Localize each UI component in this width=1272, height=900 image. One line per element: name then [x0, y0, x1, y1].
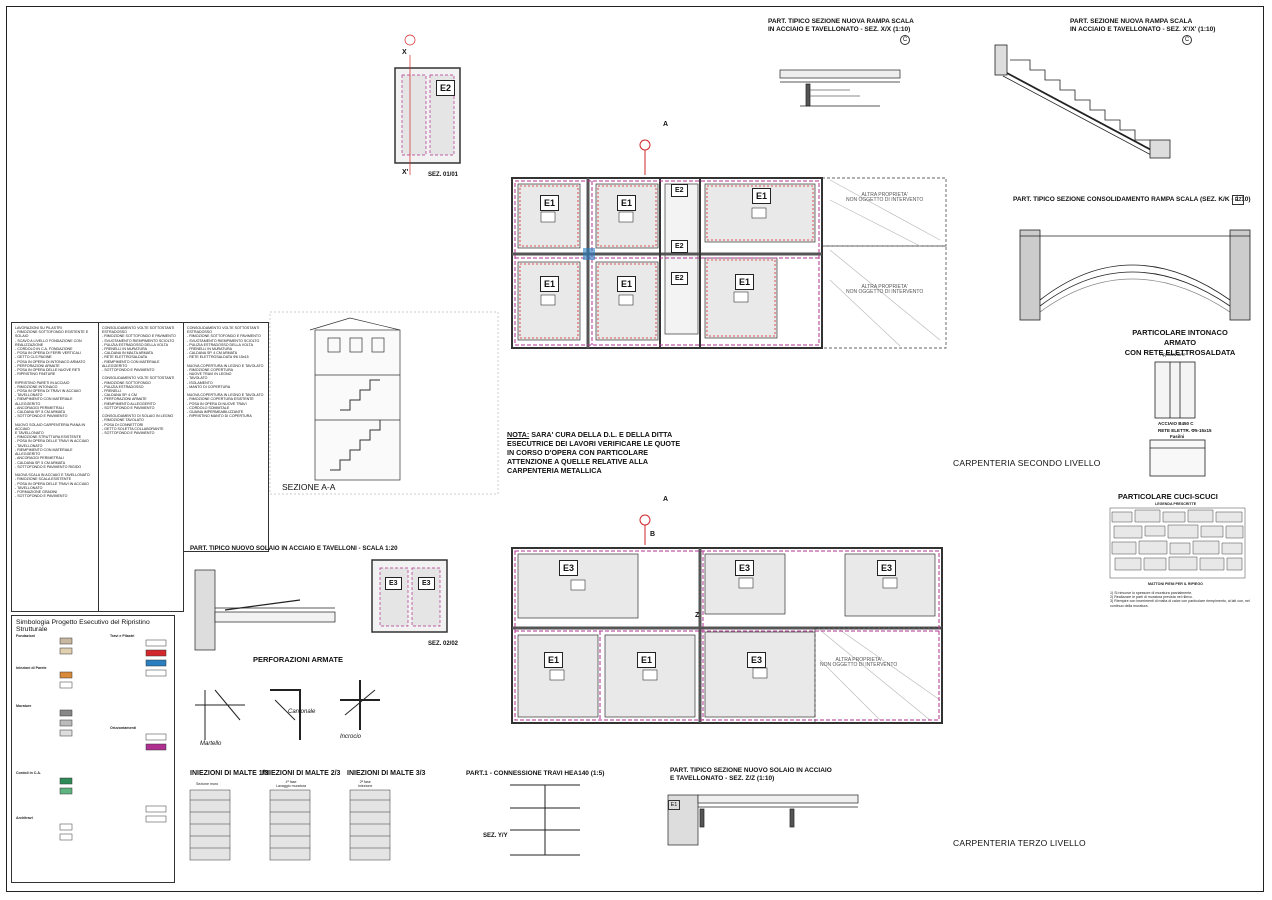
room-level2-e2c: E2 [671, 272, 688, 285]
simbologia-panel: Simbologia Progetto Esecutivo del Ripris… [11, 615, 175, 883]
title-solaio-zz: PART. TIPICO SEZIONE NUOVO SOLAIO IN ACC… [670, 767, 832, 782]
drawing-sheet [6, 6, 1264, 892]
legend-col-3: CONSOLIDAMENTO VOLTE SOTTOSTANTI ESTRADO… [183, 322, 269, 552]
title-perforazioni: PERFORAZIONI ARMATE [253, 655, 343, 664]
mark-b: B [650, 531, 656, 538]
room-level2-e2a: E2 [671, 184, 688, 197]
plan-level3-magenta [514, 550, 940, 721]
cuci-scuci-wall [1109, 507, 1246, 579]
rampa-xxprime-stair [994, 44, 1171, 159]
plan-level2-windows [540, 207, 767, 306]
mark-xprime: X' [402, 169, 409, 176]
pillar-blue [583, 248, 595, 260]
mark-a-top: A [663, 121, 669, 128]
room-level2-1: E1 [540, 195, 560, 211]
cuci-caption: LEGENDA PRESCRITTE [1155, 502, 1197, 506]
title-iniezioni-3: INIEZIONI DI MALTE 3/3 [347, 770, 426, 777]
room-level3-2: E3 [735, 560, 755, 576]
other-property-2: ALTRA PROPRIETA' NON OGGETTO DI INTERVEN… [846, 284, 924, 296]
legend-col-1: LAVORAZIONI SU PILASTRI - RIMOZIONE SOTT… [11, 322, 99, 612]
label-sez-0202: SEZ. 02/02 [428, 641, 459, 647]
rampa-xx-detail [779, 69, 901, 107]
title-part1: PART.1 - CONNESSIONE TRAVI HEA140 (1:5) [466, 770, 605, 777]
mark-z: Z [695, 612, 700, 619]
intonaco-fasi: Fasi/ni [1170, 434, 1185, 439]
iniezioni-walls [189, 789, 391, 861]
other-property-3: ALTRA PROPRIETA' NON OGGETTO DI INTERVEN… [820, 657, 898, 669]
title-sezione-aa: SEZIONE A-A [282, 482, 336, 492]
sim-travi: Travi e Pilastri [110, 634, 135, 638]
perf-incrocio: Incrocio [340, 734, 362, 740]
section-markers [639, 139, 651, 545]
iniezioni-sezione: Sezione muro [196, 782, 219, 786]
plan-level3-windows [549, 577, 898, 681]
cuci-mattoni: MATTONI PIENI PER IL RIPIEGO [1148, 582, 1203, 586]
badge-e1: E1 [668, 800, 680, 810]
room-level2-3: E1 [540, 276, 560, 292]
room-level3-6: E3 [747, 652, 767, 668]
title-carpenteria-2: CARPENTERIA SECONDO LIVELLO [953, 458, 1101, 468]
badge-e2: E2 [1232, 195, 1244, 205]
cuci-steps: 1) Si rimuove lo spessore di muratura pa… [1110, 591, 1250, 608]
sim-murature: Murature [16, 704, 32, 708]
room-e2-small: E2 [436, 80, 456, 96]
sim-iniezioni: Iniezioni di Parete [16, 666, 47, 670]
room-sez0202-2: E3 [418, 577, 435, 590]
title-nuovo-solaio-120: PART. TIPICO NUOVO SOLAIO IN ACCIAIO E T… [190, 545, 398, 552]
title-cuci-scuci: PARTICOLARE CUCI-SCUCI [1118, 492, 1218, 501]
other-property-1: ALTRA PROPRIETA' NON OGGETTO DI INTERVEN… [846, 192, 924, 204]
intonaco-rete: RETE ELETTR. Φ5-15x15 [1158, 428, 1212, 433]
title-rampa-xx: PART. TIPICO SEZIONE NUOVA RAMPA SCALA I… [768, 18, 914, 33]
room-level2-5: E1 [752, 188, 772, 204]
perf-cantonale: Cantonale [288, 709, 316, 715]
intonaco-detail [1149, 361, 1206, 477]
badge-c-2: C [1182, 35, 1192, 45]
room-level3-3: E3 [877, 560, 897, 576]
perforazioni-armate [195, 680, 380, 740]
room-level3-5: E1 [637, 652, 657, 668]
title-iniezioni-2: INIEZIONI DI MALTE 2/3 [262, 770, 341, 777]
iniezioni-fase-2: 2ª fase Iniezione [358, 780, 373, 789]
mark-x: X [402, 49, 407, 56]
note-block: NOTA: SARA' CURA DELLA D.L. E DELLA DITT… [507, 430, 681, 475]
simbologia-swatches [59, 637, 167, 841]
room-level2-2: E1 [617, 195, 637, 211]
room-level2-4: E1 [617, 276, 637, 292]
plan-level2-red [519, 185, 814, 339]
title-intonaco-armato: PARTICOLARE INTONACO ARMATO CON RETE ELE… [1124, 328, 1236, 357]
part1-connessione [510, 784, 580, 856]
room-level2-e2b: E2 [671, 240, 688, 253]
title-rampa-xxprime: PART. SEZIONE NUOVA RAMPA SCALA IN ACCIA… [1070, 18, 1216, 33]
mark-a-bottom: A [663, 496, 669, 503]
room-sez0202-1: E3 [385, 577, 402, 590]
room-level2-6: E1 [735, 274, 755, 290]
title-iniezioni-1: INIEZIONI DI MALTE 1/3 [190, 770, 269, 777]
room-level3-1: E3 [559, 560, 579, 576]
plan-level2-walls [511, 177, 947, 349]
consolidamento-arch [1019, 229, 1251, 321]
intonaco-acciaio: ACCIAIO B450 C [1158, 421, 1194, 426]
room-level3-4: E1 [544, 652, 564, 668]
intonaco-applicazione: Applicazione [1160, 352, 1186, 357]
sim-architravi: Architravi [16, 816, 33, 820]
plan-level2-magenta [514, 180, 820, 346]
label-sez-0101: SEZ. 01/01 [428, 172, 459, 178]
sim-fondazioni: Fondazioni [16, 634, 35, 638]
perf-martello: Martello [200, 741, 222, 747]
sim-cordoli: Cordoli in C.A. [16, 771, 41, 775]
title-carpenteria-3: CARPENTERIA TERZO LIVELLO [953, 838, 1086, 848]
sim-orizzontamenti: Orizzontamenti [110, 726, 136, 730]
plan-sez-0202 [371, 559, 448, 633]
legend-col-2: CONSOLIDAMENTO VOLTE SOTTOSTANTI ESTRADO… [98, 322, 184, 612]
plan-sez-0101 [394, 34, 461, 175]
title-simbologia: Simbologia Progetto Esecutivo del Ripris… [16, 619, 150, 633]
solaio-zz-detail [667, 794, 859, 846]
solaio-120-detail [194, 569, 336, 651]
sezione-aa [269, 311, 499, 495]
iniezioni-fase-1: 1ª fase Lavaggio muratura [276, 780, 306, 789]
label-sez-yy: SEZ. Y/Y [483, 833, 508, 839]
badge-c-1: C [900, 35, 910, 45]
